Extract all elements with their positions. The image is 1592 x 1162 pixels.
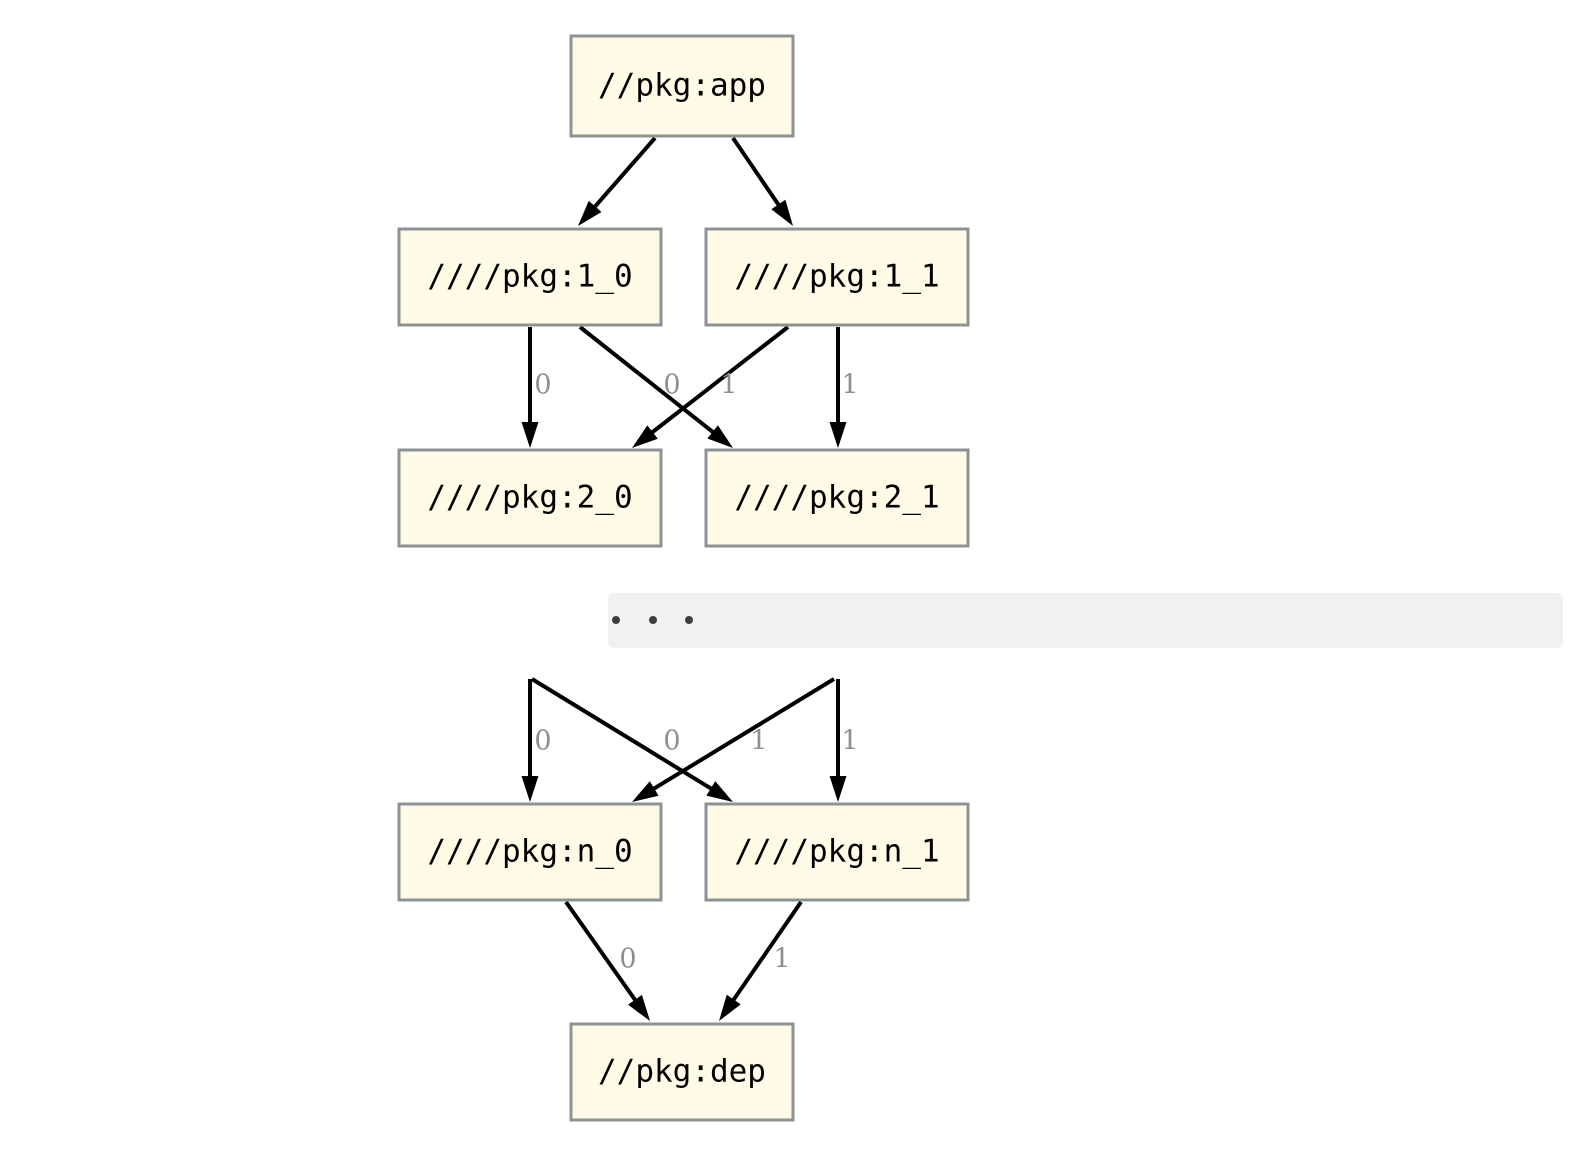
ellipsis-dot-2: [685, 616, 693, 624]
node-label: ////pkg:1_1: [734, 259, 939, 295]
edge-line: [530, 677, 717, 794]
edge-label: 1: [773, 944, 790, 975]
edge-label: 0: [663, 370, 680, 401]
edge-line: [578, 325, 719, 438]
edge-1_1-2_1: 1: [829, 327, 859, 448]
edge-arrowhead: [829, 422, 847, 448]
edge-line: [731, 136, 784, 211]
node-n1_1[interactable]: ////pkg:1_1: [704, 227, 970, 327]
edge-arrowhead: [521, 776, 539, 802]
edge-label: 0: [663, 726, 680, 757]
edge-arrowhead: [521, 422, 539, 448]
node-label: ////pkg:1_0: [427, 259, 632, 295]
edge-n_0-dep: 0: [564, 900, 650, 1021]
node-label: //pkg:app: [598, 68, 766, 104]
node-n2_0[interactable]: ////pkg:2_0: [397, 448, 663, 548]
node-nn_1[interactable]: ////pkg:n_1: [704, 802, 970, 902]
edges-layer: 0 0 1 1 0 0 1 1 0 1: [521, 136, 859, 1021]
edge-x-n_1: 0: [530, 677, 733, 802]
nodes-layer: //pkg:app ////pkg:1_0 ////pkg:1_1 ////pkg:2…: [397, 34, 970, 1122]
edge-y-n_0: 1: [632, 677, 836, 802]
node-app[interactable]: //pkg:app: [569, 34, 795, 138]
node-box[interactable]: [397, 802, 663, 902]
node-nn_0[interactable]: ////pkg:n_0: [397, 802, 663, 902]
node-label: //pkg:dep: [598, 1054, 766, 1090]
node-box[interactable]: [397, 448, 663, 548]
edge-label: 0: [534, 726, 551, 757]
edge-line: [646, 325, 790, 438]
node-n1_0[interactable]: ////pkg:1_0: [397, 227, 663, 327]
edge-arrowhead: [706, 781, 733, 802]
node-label: ////pkg:n_0: [427, 834, 632, 870]
edge-arrowhead: [578, 200, 602, 226]
edge-arrowhead: [628, 994, 650, 1021]
node-dep[interactable]: //pkg:dep: [569, 1022, 795, 1122]
edge-line: [648, 677, 836, 794]
edge-arrowhead: [632, 781, 659, 802]
edge-x-n_0: 0: [521, 679, 552, 802]
edge-line: [589, 136, 657, 213]
node-box[interactable]: [569, 1022, 795, 1122]
node-label: ////pkg:2_1: [734, 480, 939, 516]
ellipsis-band: [608, 593, 1563, 648]
node-box[interactable]: [704, 227, 970, 327]
node-box[interactable]: [704, 448, 970, 548]
edge-y-n_1: 1: [829, 679, 859, 802]
edge-label: 0: [534, 370, 551, 401]
edge-1_1-2_0: 1: [632, 325, 790, 448]
node-n2_1[interactable]: ////pkg:2_1: [704, 448, 970, 548]
node-label: ////pkg:2_0: [427, 480, 632, 516]
edge-app-1_0: [578, 136, 657, 226]
ellipsis-dot-1: [649, 616, 657, 624]
edge-n_1-dep: 1: [719, 900, 803, 1021]
edge-label: 1: [841, 370, 858, 401]
edge-line: [564, 900, 641, 1006]
edge-arrowhead: [719, 994, 741, 1021]
edge-app-1_1: [731, 136, 793, 226]
edge-arrowhead: [707, 425, 733, 448]
edge-line: [728, 900, 803, 1006]
edge-label: 0: [619, 944, 636, 975]
edge-arrowhead: [632, 425, 658, 448]
node-box[interactable]: [704, 802, 970, 902]
edge-1_0-2_0: 0: [521, 327, 552, 448]
edge-arrowhead: [829, 776, 847, 802]
ellipsis-separator: [608, 593, 1563, 648]
edge-label: 1: [720, 370, 737, 401]
edge-label: 1: [750, 726, 767, 757]
node-label: ////pkg:n_1: [734, 834, 939, 870]
node-box[interactable]: [397, 227, 663, 327]
node-box[interactable]: [569, 34, 795, 138]
edge-1_0-2_1: 0: [578, 325, 733, 448]
edge-label: 1: [841, 726, 858, 757]
edge-arrowhead: [771, 199, 793, 226]
ellipsis-dot-0: [612, 616, 620, 624]
